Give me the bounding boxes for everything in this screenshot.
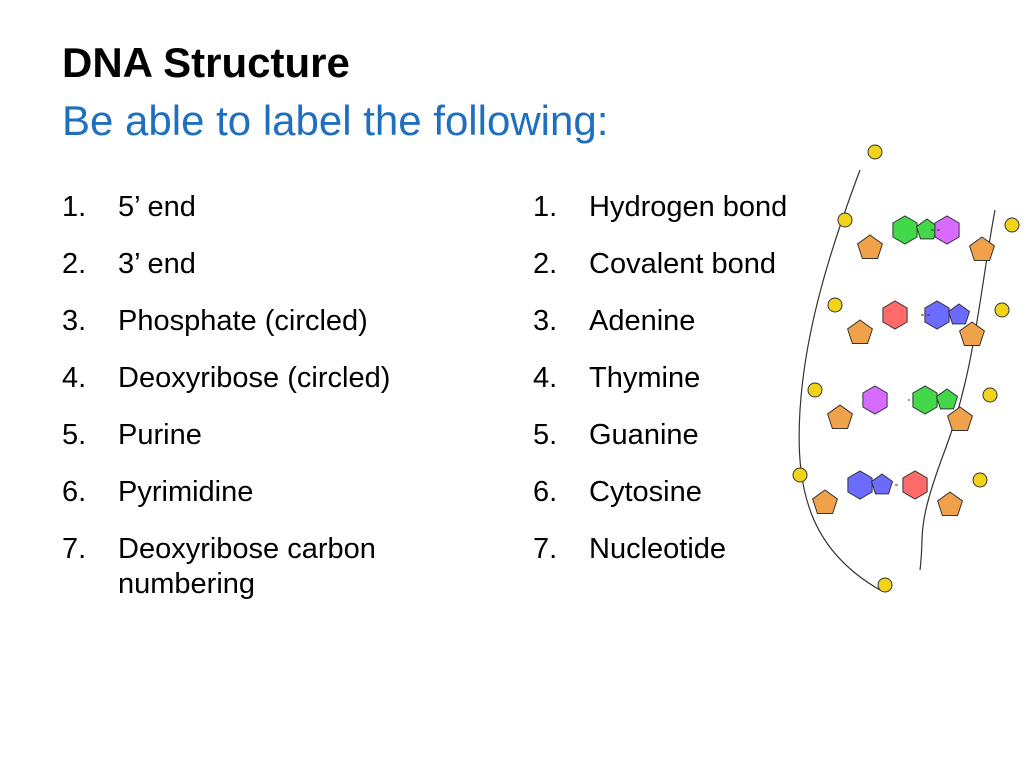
list-item: 3. Phosphate (circled) — [62, 304, 482, 339]
deoxyribose-sugar — [937, 491, 963, 516]
sugar-phosphate-backbone — [798, 169, 996, 591]
deoxyribose-sugar — [847, 319, 873, 344]
backbone-right-strand — [919, 209, 996, 571]
guanine-ring — [935, 388, 959, 410]
list-item: 7. Nucleotide — [533, 532, 853, 567]
phosphate-group — [877, 577, 893, 593]
list-number: 1. — [62, 191, 87, 223]
list-text: Nucleotide — [589, 533, 727, 565]
guanine-ring — [892, 215, 918, 245]
phosphate-group — [867, 144, 883, 160]
phosphate-group — [837, 212, 853, 228]
list-text: Covalent bond — [589, 248, 777, 280]
phosphate-group — [982, 387, 998, 403]
list-number: 5. — [533, 419, 558, 451]
list-item: 2. Covalent bond — [533, 247, 853, 282]
list-number: 7. — [62, 533, 87, 565]
list-text: Deoxyribose carbon numbering — [118, 533, 376, 600]
list-number: 4. — [533, 362, 558, 394]
guanine-ring — [912, 385, 938, 415]
deoxyribose-sugar — [947, 406, 973, 431]
phosphate-group — [827, 297, 843, 313]
deoxyribose-sugar — [857, 234, 883, 259]
list-item: 4. Thymine — [533, 361, 853, 396]
list-item: 7. Deoxyribose carbon numbering — [62, 532, 482, 602]
list-item: 2. 3’ end — [62, 247, 482, 282]
thymine-ring — [862, 385, 888, 415]
list-item: 5. Purine — [62, 418, 482, 453]
list-text: 3’ end — [118, 248, 196, 280]
list-number: 1. — [533, 191, 558, 223]
adenine-ring — [847, 470, 873, 500]
phosphate-group — [792, 467, 808, 483]
title-main: DNA Structure — [62, 39, 350, 86]
list-number: 2. — [62, 248, 87, 280]
cytosine-ring — [902, 470, 928, 500]
deoxyribose-sugar — [969, 236, 995, 261]
list-text: Phosphate (circled) — [118, 305, 368, 337]
list-number: 3. — [62, 305, 87, 337]
list-number: 4. — [62, 362, 87, 394]
list-item: 6. Pyrimidine — [62, 475, 482, 510]
thymine-ring — [934, 215, 960, 245]
dna-structure-diagram — [792, 144, 1020, 593]
list-item: 4. Deoxyribose (circled) — [62, 361, 482, 396]
list-item: 3. Adenine — [533, 304, 853, 339]
list-text: Thymine — [589, 362, 701, 394]
list-number: 3. — [533, 305, 558, 337]
guanine-ring — [915, 218, 939, 240]
list-text: Cytosine — [589, 476, 702, 508]
slide-title: DNA Structure Be able to label the follo… — [62, 34, 822, 150]
list-number: 6. — [533, 476, 558, 508]
adenine-ring — [947, 303, 971, 325]
list-number: 2. — [533, 248, 558, 280]
list-text: 5’ end — [118, 191, 196, 223]
list-text: Hydrogen bond — [589, 191, 788, 223]
nitrogen-bases — [792, 144, 1020, 593]
list-text: Deoxyribose (circled) — [118, 362, 391, 394]
phosphate-group — [994, 302, 1010, 318]
deoxyribose-sugar — [812, 489, 838, 514]
deoxyribose-sugar — [827, 404, 853, 429]
list-item: 1. 5’ end — [62, 190, 482, 225]
list-text: Adenine — [589, 305, 696, 337]
phosphate-group — [807, 382, 823, 398]
list-item: 5. Guanine — [533, 418, 853, 453]
phosphate-group — [972, 472, 988, 488]
list-number: 7. — [533, 533, 558, 565]
list-number: 5. — [62, 419, 87, 451]
right-numbered-list: 1. Hydrogen bond 2. Covalent bond 3. Adenin… — [533, 190, 853, 589]
list-text: Guanine — [589, 419, 699, 451]
cytosine-ring — [882, 300, 908, 330]
list-item: 1. Hydrogen bond — [533, 190, 853, 225]
title-subtitle: Be able to label the following: — [62, 97, 609, 144]
list-text: Purine — [118, 419, 202, 451]
list-item: 6. Cytosine — [533, 475, 853, 510]
deoxyribose-sugar — [959, 321, 985, 346]
adenine-ring — [870, 473, 894, 495]
left-numbered-list: 1.5’ end 2.3’ end 3.Phosphate (circled) … — [62, 190, 482, 602]
backbone-left-strand — [798, 169, 881, 591]
list-text: Pyrimidine — [118, 476, 254, 508]
phosphate-group — [1004, 217, 1020, 233]
list-number: 6. — [62, 476, 87, 508]
adenine-ring — [924, 300, 950, 330]
